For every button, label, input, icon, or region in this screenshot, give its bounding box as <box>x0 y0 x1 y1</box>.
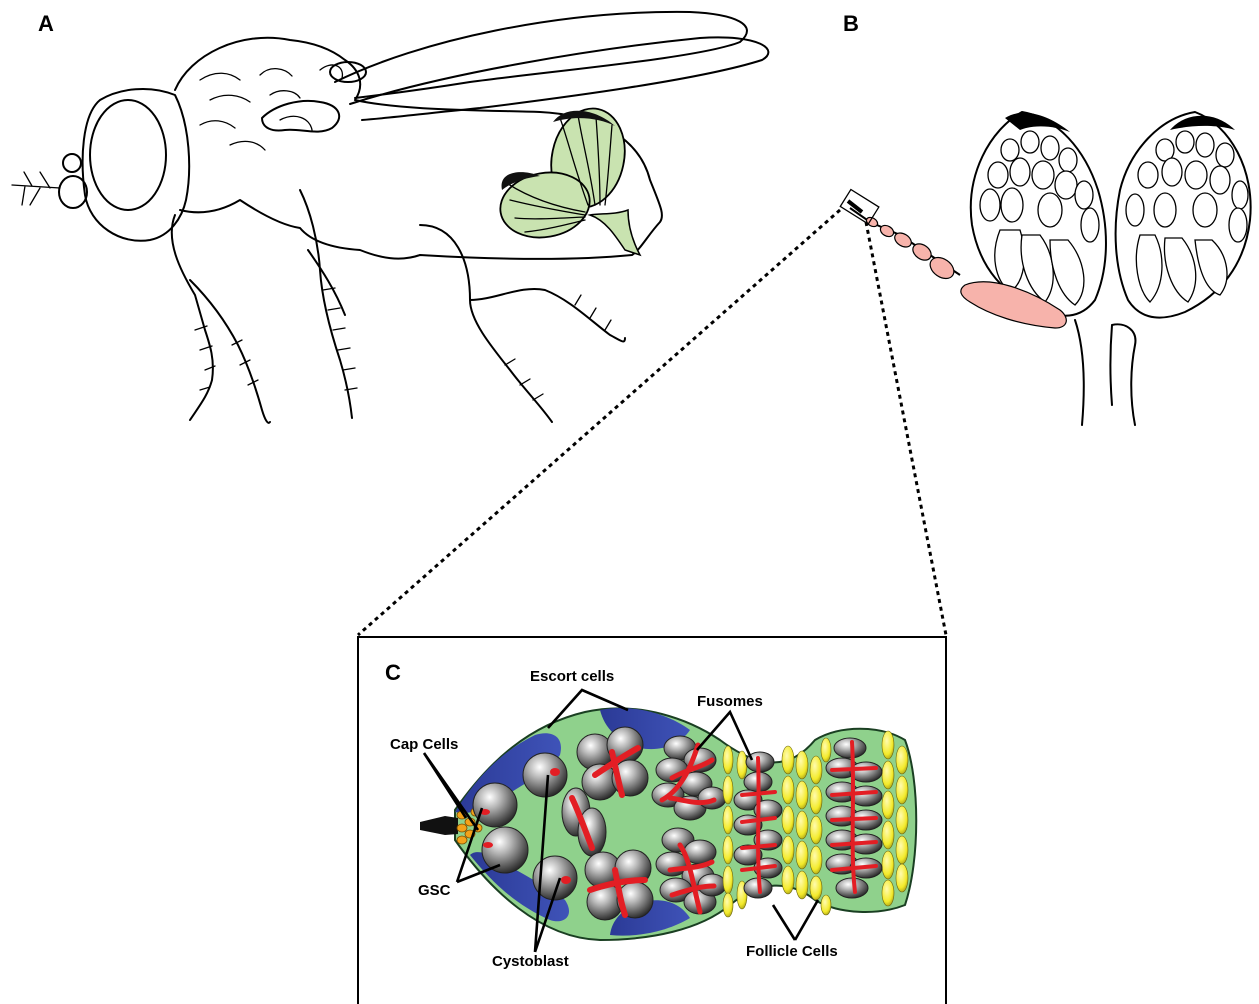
fly-antenna-base <box>59 176 87 208</box>
fly-antenna-knob <box>63 154 81 172</box>
zoom-line-left <box>358 210 840 635</box>
panel-b-letter: B <box>843 11 859 36</box>
follicle-cells-label: Follicle Cells <box>746 943 838 960</box>
fly-eye <box>90 100 166 210</box>
four-cell-cyst-lower <box>585 850 653 920</box>
zoom-line-right <box>866 222 946 635</box>
fly-foreleg <box>172 215 270 423</box>
fly-thorax-markings <box>200 65 342 150</box>
panel-a-letter: A <box>38 11 54 36</box>
follicle-cells-leader <box>773 900 818 940</box>
fly-drawing <box>12 12 768 423</box>
fly-haltere <box>262 101 339 132</box>
gsc-label: GSC <box>418 882 451 899</box>
ovary-oviduct-a <box>590 210 640 255</box>
fly-arista <box>12 172 60 205</box>
cap-cells-label: Cap Cells <box>390 736 458 753</box>
fly-wing-base <box>330 62 366 82</box>
ovary-drawing <box>840 112 1250 425</box>
fly-hindleg <box>420 225 625 422</box>
panel-c: C <box>358 637 946 1004</box>
fly-midleg <box>300 190 352 418</box>
panel-c-letter: C <box>385 660 401 685</box>
lateral-oviduct-left <box>1075 320 1135 425</box>
fusomes-label: Fusomes <box>697 693 763 710</box>
terminal-filament <box>420 816 458 835</box>
four-cell-cyst-upper <box>577 727 648 800</box>
fly-wing-upper <box>335 12 747 98</box>
fly-ovaries <box>495 102 640 255</box>
escort-cells-label: Escort cells <box>530 668 614 685</box>
cystoblast-label: Cystoblast <box>492 953 569 970</box>
fly-leg-segments <box>195 288 611 400</box>
